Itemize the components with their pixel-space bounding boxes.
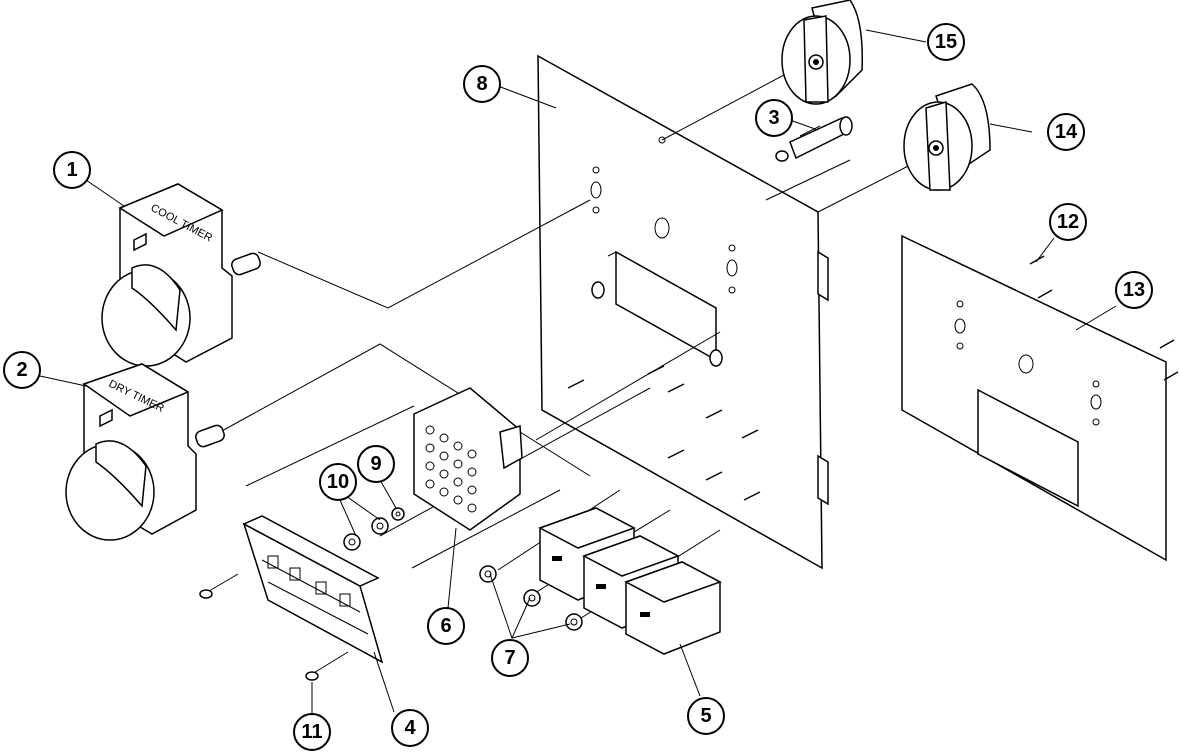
callout-number: 1 — [66, 159, 77, 181]
nuts-7 — [479, 565, 583, 631]
callout-12: 12 — [1049, 203, 1087, 241]
terminal-board-6 — [413, 387, 523, 531]
washer-9 — [391, 507, 405, 521]
knob-15 — [781, 0, 863, 105]
terminal-holes — [425, 425, 477, 513]
overlay-panel-13 — [901, 234, 1167, 562]
callout-6: 6 — [427, 607, 465, 645]
callout-number: 6 — [440, 615, 451, 637]
callout-number: 10 — [327, 471, 349, 493]
callout-4: 4 — [391, 709, 429, 747]
callout-arrows — [39, 29, 1117, 714]
callout-10: 10 — [319, 463, 357, 501]
callout-2: 2 — [3, 351, 41, 389]
callout-9: 9 — [357, 445, 395, 483]
callout-13: 13 — [1115, 271, 1153, 309]
nuts-10 — [343, 517, 389, 551]
callout-15: 15 — [927, 23, 965, 61]
callout-3: 3 — [755, 99, 793, 137]
relay-switches-5 — [538, 507, 722, 655]
callout-7: 7 — [491, 639, 529, 677]
control-panel-8 — [537, 54, 829, 570]
callout-number: 9 — [370, 453, 381, 475]
callout-number: 5 — [700, 705, 711, 727]
callout-14: 14 — [1047, 113, 1085, 151]
terminal-block-4 — [199, 515, 384, 681]
callout-number: 8 — [476, 73, 487, 95]
callout-1: 1 — [53, 151, 91, 189]
callout-number: 3 — [768, 107, 779, 129]
knob-14 — [903, 83, 991, 191]
callout-number: 14 — [1055, 121, 1078, 143]
callout-number: 2 — [16, 359, 27, 381]
callout-number: 13 — [1123, 279, 1145, 301]
callout-number: 15 — [935, 31, 957, 53]
callout-number: 11 — [301, 721, 322, 743]
callout-11: 11 — [293, 713, 331, 751]
dry-timer-2: DRY TIMER — [65, 363, 225, 541]
panel-studs — [567, 365, 761, 501]
cool-timer-1: COOL TIMER — [101, 183, 261, 367]
indicator-lamp-3 — [775, 116, 853, 162]
callout-number: 4 — [404, 717, 416, 739]
callout-number: 12 — [1057, 211, 1079, 233]
callout-5: 5 — [687, 697, 725, 735]
callout-number: 7 — [504, 647, 515, 669]
callout-8: 8 — [463, 65, 501, 103]
